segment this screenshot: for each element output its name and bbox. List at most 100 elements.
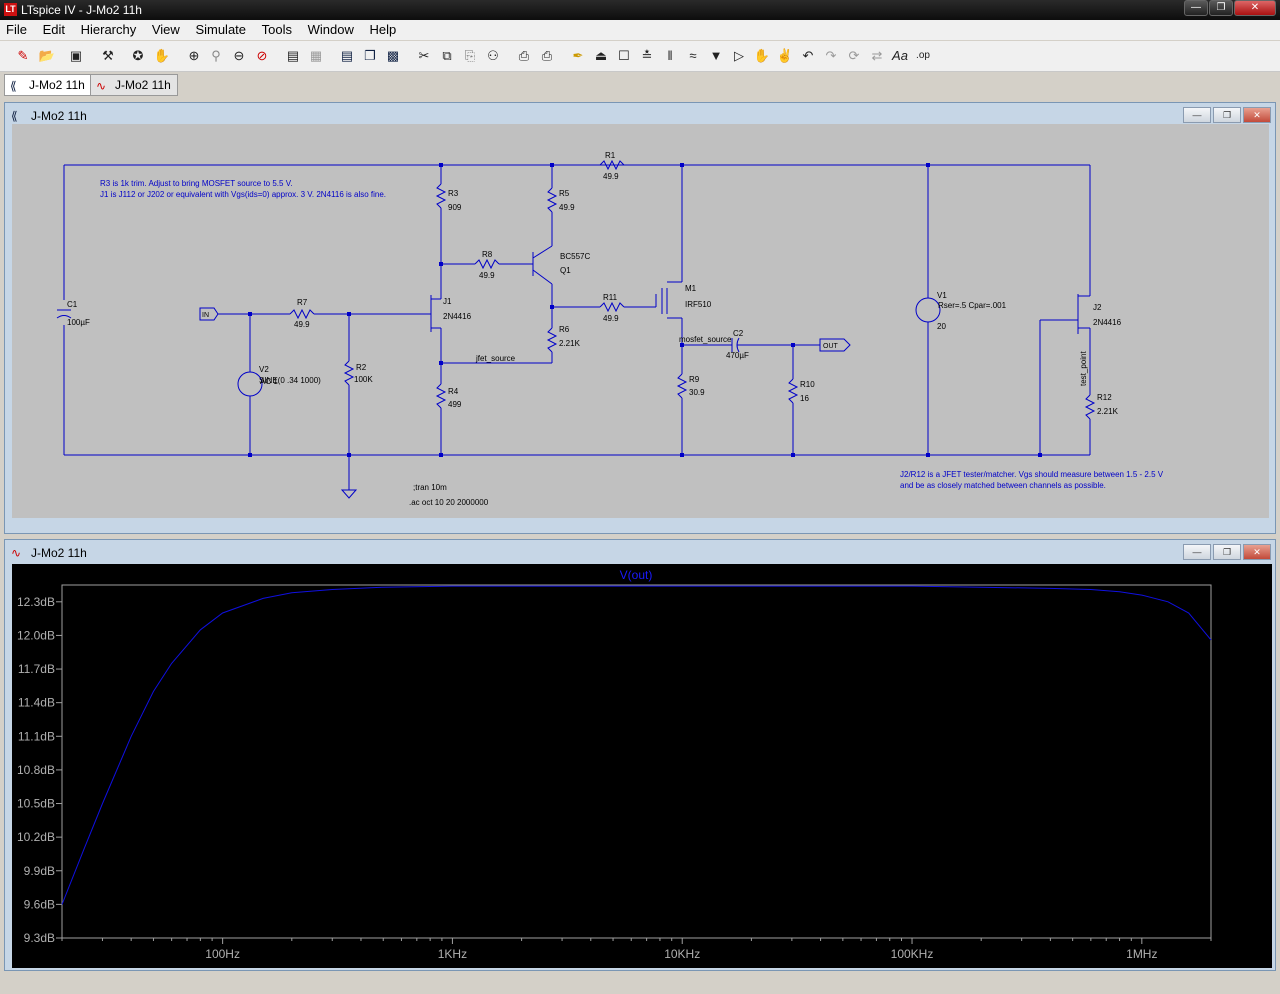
component-label[interactable]: Q1 [560, 266, 571, 275]
text-icon[interactable]: Aa [892, 48, 908, 63]
run-icon[interactable]: ✪ [132, 48, 144, 63]
tab-schematic[interactable]: ⟪ J-Mo2 11h [4, 74, 92, 96]
cascade-icon[interactable]: ▦ [309, 48, 323, 63]
component-value[interactable]: 49.9 [603, 314, 619, 323]
component-label[interactable]: R2 [356, 363, 367, 372]
component-label[interactable]: R10 [800, 380, 815, 389]
component-label[interactable]: R8 [482, 250, 493, 259]
cut-icon[interactable]: ✂ [418, 48, 430, 63]
undo-icon[interactable]: ↶ [802, 48, 814, 63]
restore-button[interactable]: ❐ [1213, 107, 1241, 123]
maximize-button[interactable]: ❐ [1209, 0, 1233, 16]
component-label[interactable]: R5 [559, 189, 570, 198]
net-label-out[interactable]: OUT [823, 343, 839, 350]
move-icon[interactable]: ✋ [753, 48, 771, 63]
component-label[interactable]: V2 [259, 365, 269, 374]
component-label[interactable]: R6 [559, 325, 570, 334]
component-label[interactable]: R3 [448, 189, 459, 198]
restore-button[interactable]: ❐ [1213, 544, 1241, 560]
control-panel-icon[interactable]: ⚒ [102, 48, 114, 63]
component-label[interactable]: R12 [1097, 393, 1112, 402]
cascade-windows-icon[interactable]: ❐ [364, 48, 376, 63]
print-setup-icon[interactable]: ⎙ [518, 48, 530, 63]
drag-icon[interactable]: ✌ [776, 48, 794, 63]
new-schematic-icon[interactable]: ✎ [17, 48, 29, 63]
net-label[interactable]: jfet_source [475, 354, 516, 363]
open-icon[interactable]: 📂 [38, 48, 56, 63]
menu-hierarchy[interactable]: Hierarchy [80, 22, 137, 37]
component-label[interactable]: R7 [297, 298, 308, 307]
component-value[interactable]: 49.9 [479, 271, 495, 280]
wire-icon[interactable]: ✒ [572, 48, 584, 63]
trace-label[interactable]: V(out) [620, 568, 653, 582]
component-value[interactable]: 2.21K [1097, 407, 1119, 416]
component-value[interactable]: 49.9 [603, 172, 619, 181]
component-value[interactable]: 16 [800, 394, 809, 403]
component-icon[interactable]: ▷ [734, 48, 744, 63]
menu-simulate[interactable]: Simulate [195, 22, 247, 37]
mirror-icon[interactable]: ⇄ [871, 48, 883, 63]
component-value[interactable]: AC 1 [260, 377, 278, 386]
schematic-canvas[interactable]: R3 is 1k trim. Adjust to bring MOSFET so… [12, 124, 1269, 518]
net-label-in[interactable]: IN [202, 312, 209, 319]
component-value[interactable]: 2N4416 [443, 312, 472, 321]
component-value[interactable]: 20 [937, 322, 946, 331]
minimize-button[interactable]: — [1183, 107, 1211, 123]
component-label[interactable]: R9 [689, 375, 700, 384]
redo-icon[interactable]: ↷ [825, 48, 837, 63]
component-label[interactable]: R4 [448, 387, 459, 396]
component-value[interactable]: 100K [354, 375, 373, 384]
zoom-full-icon[interactable]: ⚲ [211, 48, 221, 63]
print-icon[interactable]: ⎙ [541, 48, 553, 63]
component-label[interactable]: J1 [443, 297, 452, 306]
component-value[interactable]: IRF510 [685, 300, 712, 309]
component-value[interactable]: Rser=.5 Cpar=.001 [938, 301, 1007, 310]
spice-directive[interactable]: ;tran 10m [413, 483, 447, 492]
component-label[interactable]: C2 [733, 329, 744, 338]
close-button[interactable]: ✕ [1243, 107, 1271, 123]
autoscale-icon[interactable]: ⊘ [256, 48, 268, 63]
menu-file[interactable]: File [6, 22, 27, 37]
component-label[interactable]: R1 [605, 151, 616, 160]
minimize-button[interactable]: — [1183, 544, 1211, 560]
zoom-in-icon[interactable]: ⊕ [188, 48, 200, 63]
component-value[interactable]: 30.9 [689, 388, 705, 397]
halt-icon[interactable]: ✋ [153, 48, 171, 63]
component-label[interactable]: R11 [603, 293, 618, 302]
component-label[interactable]: M1 [685, 284, 697, 293]
component-value[interactable]: 499 [448, 400, 462, 409]
tile-vertical-icon[interactable]: ▤ [340, 48, 354, 63]
inductor-icon[interactable]: ≈ [689, 48, 697, 63]
net-label[interactable]: mosfet_source [679, 335, 732, 344]
component-value[interactable]: 100µF [67, 318, 90, 327]
component-value[interactable]: 49.9 [559, 203, 575, 212]
menu-tools[interactable]: Tools [261, 22, 292, 37]
menu-edit[interactable]: Edit [42, 22, 65, 37]
resistor-icon[interactable]: ≛ [641, 48, 653, 63]
component-value[interactable]: 2N4416 [1093, 318, 1122, 327]
spice-directive[interactable]: .ac oct 10 20 2000000 [409, 498, 489, 507]
find-icon[interactable]: ⚇ [487, 48, 499, 63]
close-button[interactable]: ✕ [1234, 0, 1276, 16]
component-label[interactable]: V1 [937, 291, 947, 300]
component-value[interactable]: SINE(0 .34 1000) [259, 376, 321, 385]
spice-directive-icon[interactable]: .op [916, 50, 930, 61]
arrange-icons-icon[interactable]: ▩ [386, 48, 400, 63]
rotate-icon[interactable]: ⟳ [848, 48, 860, 63]
net-label[interactable]: test_point [1079, 351, 1088, 386]
label-icon[interactable]: ☐ [618, 48, 630, 63]
diode-icon[interactable]: ▼ [709, 48, 723, 63]
minimize-button[interactable]: — [1184, 0, 1208, 16]
copy-icon[interactable]: ⧉ [442, 48, 452, 63]
trace-v-out[interactable] [61, 585, 1212, 905]
component-value[interactable]: BC557C [560, 252, 590, 261]
zoom-out-icon[interactable]: ⊖ [233, 48, 245, 63]
menu-window[interactable]: Window [307, 22, 354, 37]
component-label[interactable]: J2 [1093, 303, 1102, 312]
capacitor-icon[interactable]: ‖ [667, 48, 673, 63]
tile-horizontal-icon[interactable]: ▤ [286, 48, 300, 63]
ground-icon[interactable]: ⏏ [594, 48, 608, 63]
menu-help[interactable]: Help [369, 22, 397, 37]
component-value[interactable]: 2.21K [559, 339, 581, 348]
